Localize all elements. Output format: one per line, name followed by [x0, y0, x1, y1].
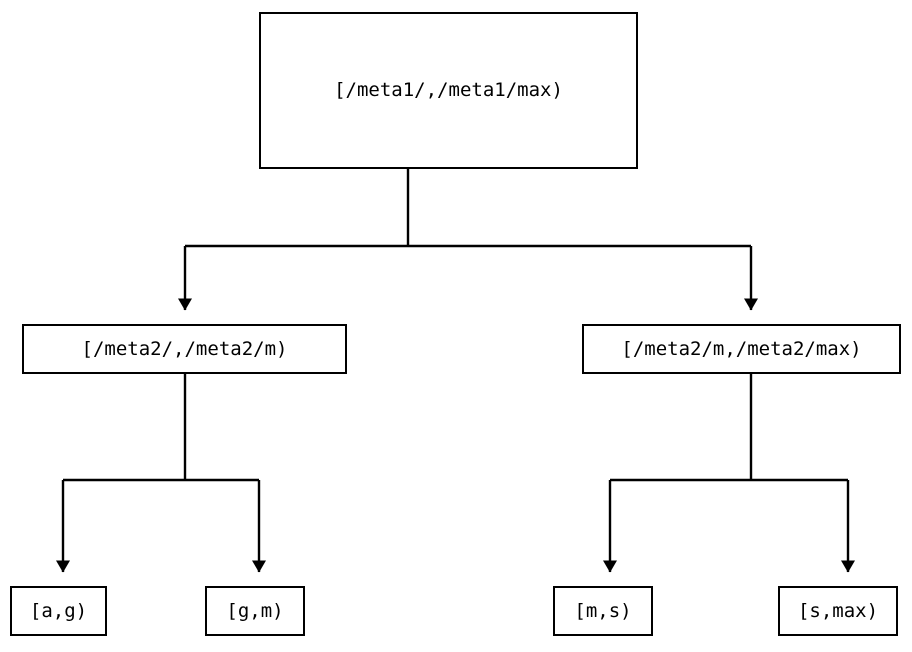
tree-node-mid-right[interactable]: [/meta2/m,/meta2/max) [582, 324, 901, 374]
tree-node-leaf-ag-label: [a,g) [29, 599, 88, 622]
tree-node-leaf-smax[interactable]: [s,max) [778, 586, 898, 636]
tree-node-root[interactable]: [/meta1/,/meta1/max) [259, 12, 638, 169]
tree-node-leaf-gm-label: [g,m) [226, 599, 284, 622]
tree-node-leaf-smax-label: [s,max) [797, 599, 879, 622]
tree-node-mid-left[interactable]: [/meta2/,/meta2/m) [22, 324, 347, 374]
tree-node-mid-right-label: [/meta2/m,/meta2/max) [621, 337, 862, 360]
tree-node-leaf-gm[interactable]: [g,m) [205, 586, 305, 636]
tree-node-root-label: [/meta1/,/meta1/max) [334, 79, 563, 101]
tree-node-mid-left-label: [/meta2/,/meta2/m) [81, 337, 288, 360]
tree-node-leaf-ms-label: [m,s) [574, 599, 632, 622]
tree-node-leaf-ag[interactable]: [a,g) [10, 586, 107, 636]
tree-node-leaf-ms[interactable]: [m,s) [553, 586, 653, 636]
